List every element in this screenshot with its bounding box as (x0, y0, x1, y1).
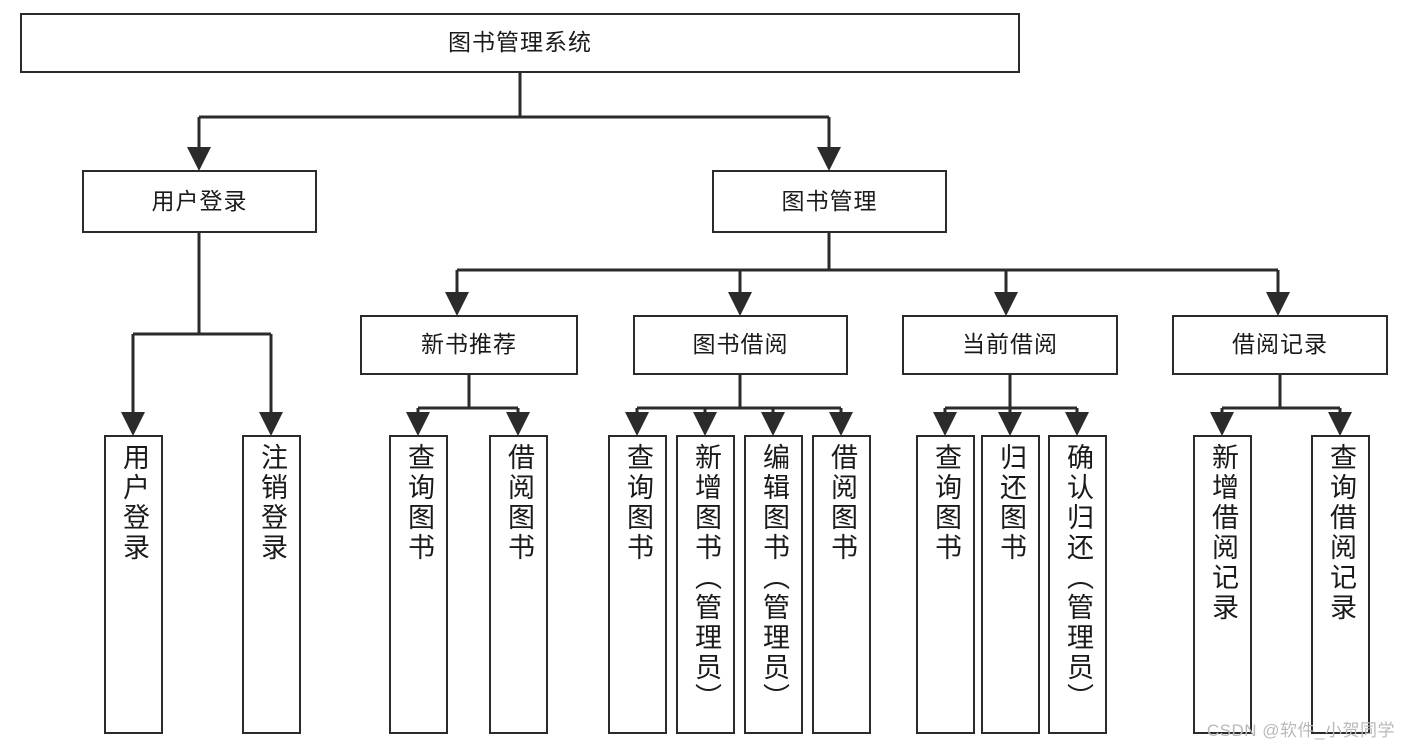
node-label: 用户登录 (119, 443, 149, 563)
node-label: 当前借阅 (962, 331, 1058, 358)
node-new-book-recommend[interactable]: 新书推荐 (360, 315, 578, 375)
node-label: 查询图书 (623, 443, 653, 563)
leaf-book-borrow-borrow-book[interactable]: 借阅图书 (812, 435, 871, 734)
node-label: 确认归还（管理员） (1063, 443, 1093, 713)
csdn-watermark: CSDN @软件_小贺同学 (1206, 721, 1395, 740)
node-root-book-management-system[interactable]: 图书管理系统 (20, 13, 1020, 73)
leaf-borrow-record-query-record[interactable]: 查询借阅记录 (1311, 435, 1370, 734)
node-label: 借阅图书 (827, 443, 857, 563)
node-label: 图书借阅 (692, 331, 789, 358)
leaf-new-book-borrow-book[interactable]: 借阅图书 (489, 435, 548, 734)
node-label: 新增借阅记录 (1208, 443, 1238, 623)
leaf-book-borrow-add-book[interactable]: 新增图书（管理员） (676, 435, 735, 734)
node-current-borrow[interactable]: 当前借阅 (902, 315, 1118, 375)
node-label: 用户登录 (151, 187, 248, 214)
node-label: 新书推荐 (421, 331, 517, 358)
node-label: 归还图书 (996, 443, 1026, 563)
node-label: 图书管理系统 (448, 29, 592, 56)
node-label: 借阅图书 (504, 443, 534, 563)
leaf-new-book-query-book[interactable]: 查询图书 (389, 435, 448, 734)
node-label: 查询图书 (404, 443, 434, 563)
node-borrow-record[interactable]: 借阅记录 (1172, 315, 1388, 375)
node-label: 图书管理 (781, 187, 878, 214)
node-book-management[interactable]: 图书管理 (712, 170, 947, 233)
leaf-current-borrow-query-book[interactable]: 查询图书 (916, 435, 975, 734)
node-label: 注销登录 (257, 443, 287, 563)
leaf-user-login-logout[interactable]: 注销登录 (242, 435, 301, 734)
node-label: 编辑图书（管理员） (759, 443, 789, 713)
leaf-book-borrow-edit-book[interactable]: 编辑图书（管理员） (744, 435, 803, 734)
node-user-login[interactable]: 用户登录 (82, 170, 317, 233)
leaf-book-borrow-query-book[interactable]: 查询图书 (608, 435, 667, 734)
node-label: 借阅记录 (1232, 331, 1328, 358)
node-label: 查询图书 (931, 443, 961, 563)
node-label: 查询借阅记录 (1326, 443, 1356, 623)
node-book-borrow[interactable]: 图书借阅 (633, 315, 848, 375)
node-label: 新增图书（管理员） (691, 443, 721, 713)
leaf-user-login-login[interactable]: 用户登录 (104, 435, 163, 734)
leaf-current-borrow-confirm-return[interactable]: 确认归还（管理员） (1048, 435, 1107, 734)
leaf-borrow-record-add-record[interactable]: 新增借阅记录 (1193, 435, 1252, 734)
leaf-current-borrow-return-book[interactable]: 归还图书 (981, 435, 1040, 734)
